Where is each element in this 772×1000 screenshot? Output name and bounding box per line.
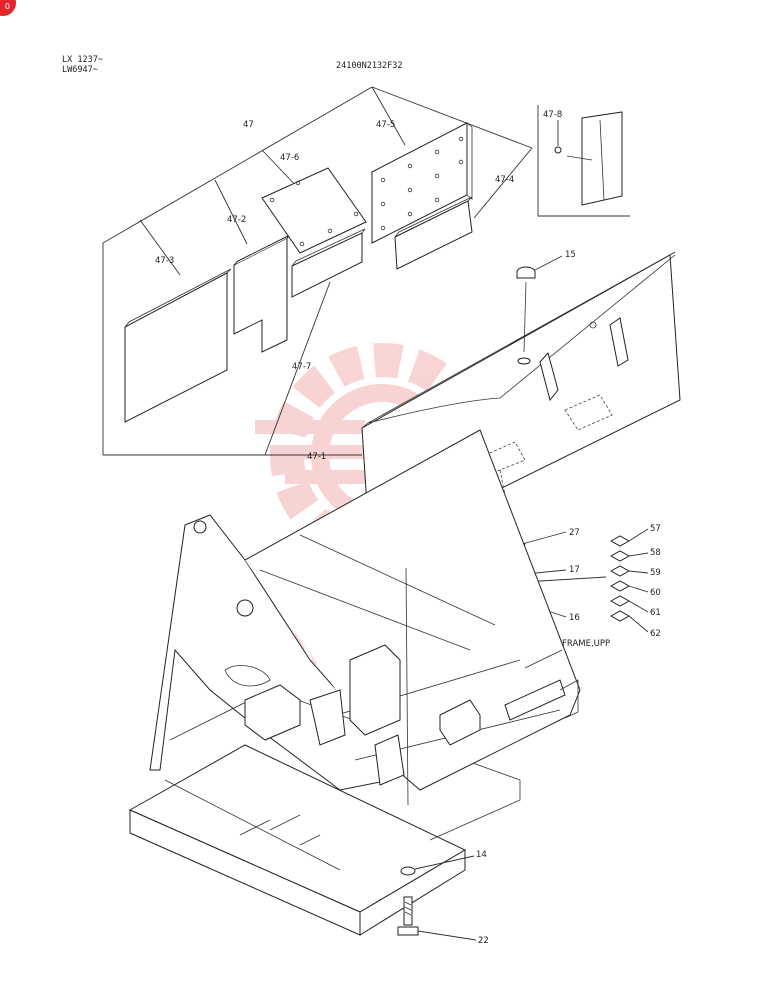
- serial-line-2: LW6947~: [62, 65, 98, 75]
- callout-57: 57: [650, 524, 661, 534]
- callout-15: 15: [565, 250, 576, 260]
- callout-frame-upp: FRAME,UPP: [562, 639, 610, 649]
- callout-47-4: 47-4: [495, 175, 514, 185]
- washer-14: [400, 855, 475, 876]
- inset-47-8: [537, 105, 630, 217]
- plate-47-2: [233, 234, 291, 353]
- callout-27: 27: [569, 528, 580, 538]
- corner-badge: 0: [0, 0, 16, 16]
- callout-47-6: 47-6: [280, 153, 299, 163]
- callout-47-8: 47-8: [543, 110, 562, 120]
- callout-47-7: 47-7: [292, 362, 311, 372]
- callout-47: 47: [243, 120, 254, 130]
- callout-62: 62: [650, 629, 661, 639]
- callout-22: 22: [478, 936, 489, 946]
- callout-60: 60: [650, 588, 661, 598]
- callout-61: 61: [650, 608, 661, 618]
- shim-stack: [609, 528, 649, 633]
- upper-frame: [128, 429, 581, 936]
- callout-47-5: 47-5: [376, 120, 395, 130]
- serial-range-header: LX 1237~ LW6947~: [62, 55, 103, 75]
- plate-47-4: [394, 196, 473, 270]
- cap-15: [516, 255, 563, 365]
- callout-47-2: 47-2: [227, 215, 246, 225]
- serial-line-1: LX 1237~: [62, 55, 103, 65]
- callout-16: 16: [569, 613, 580, 623]
- callout-47-1: 47-1: [307, 452, 326, 462]
- callout-58: 58: [650, 548, 661, 558]
- bolt-22: [397, 896, 477, 941]
- drawing-number: 24100N2132F32: [336, 61, 403, 71]
- plate-47-5: [371, 122, 473, 244]
- callout-17: 17: [569, 565, 580, 575]
- callout-14: 14: [476, 850, 487, 860]
- plate-47-3: [124, 268, 232, 423]
- callout-59: 59: [650, 568, 661, 578]
- callout-47-3: 47-3: [155, 256, 174, 266]
- plate-47-6: [261, 167, 367, 254]
- plate-47-7: [291, 228, 366, 298]
